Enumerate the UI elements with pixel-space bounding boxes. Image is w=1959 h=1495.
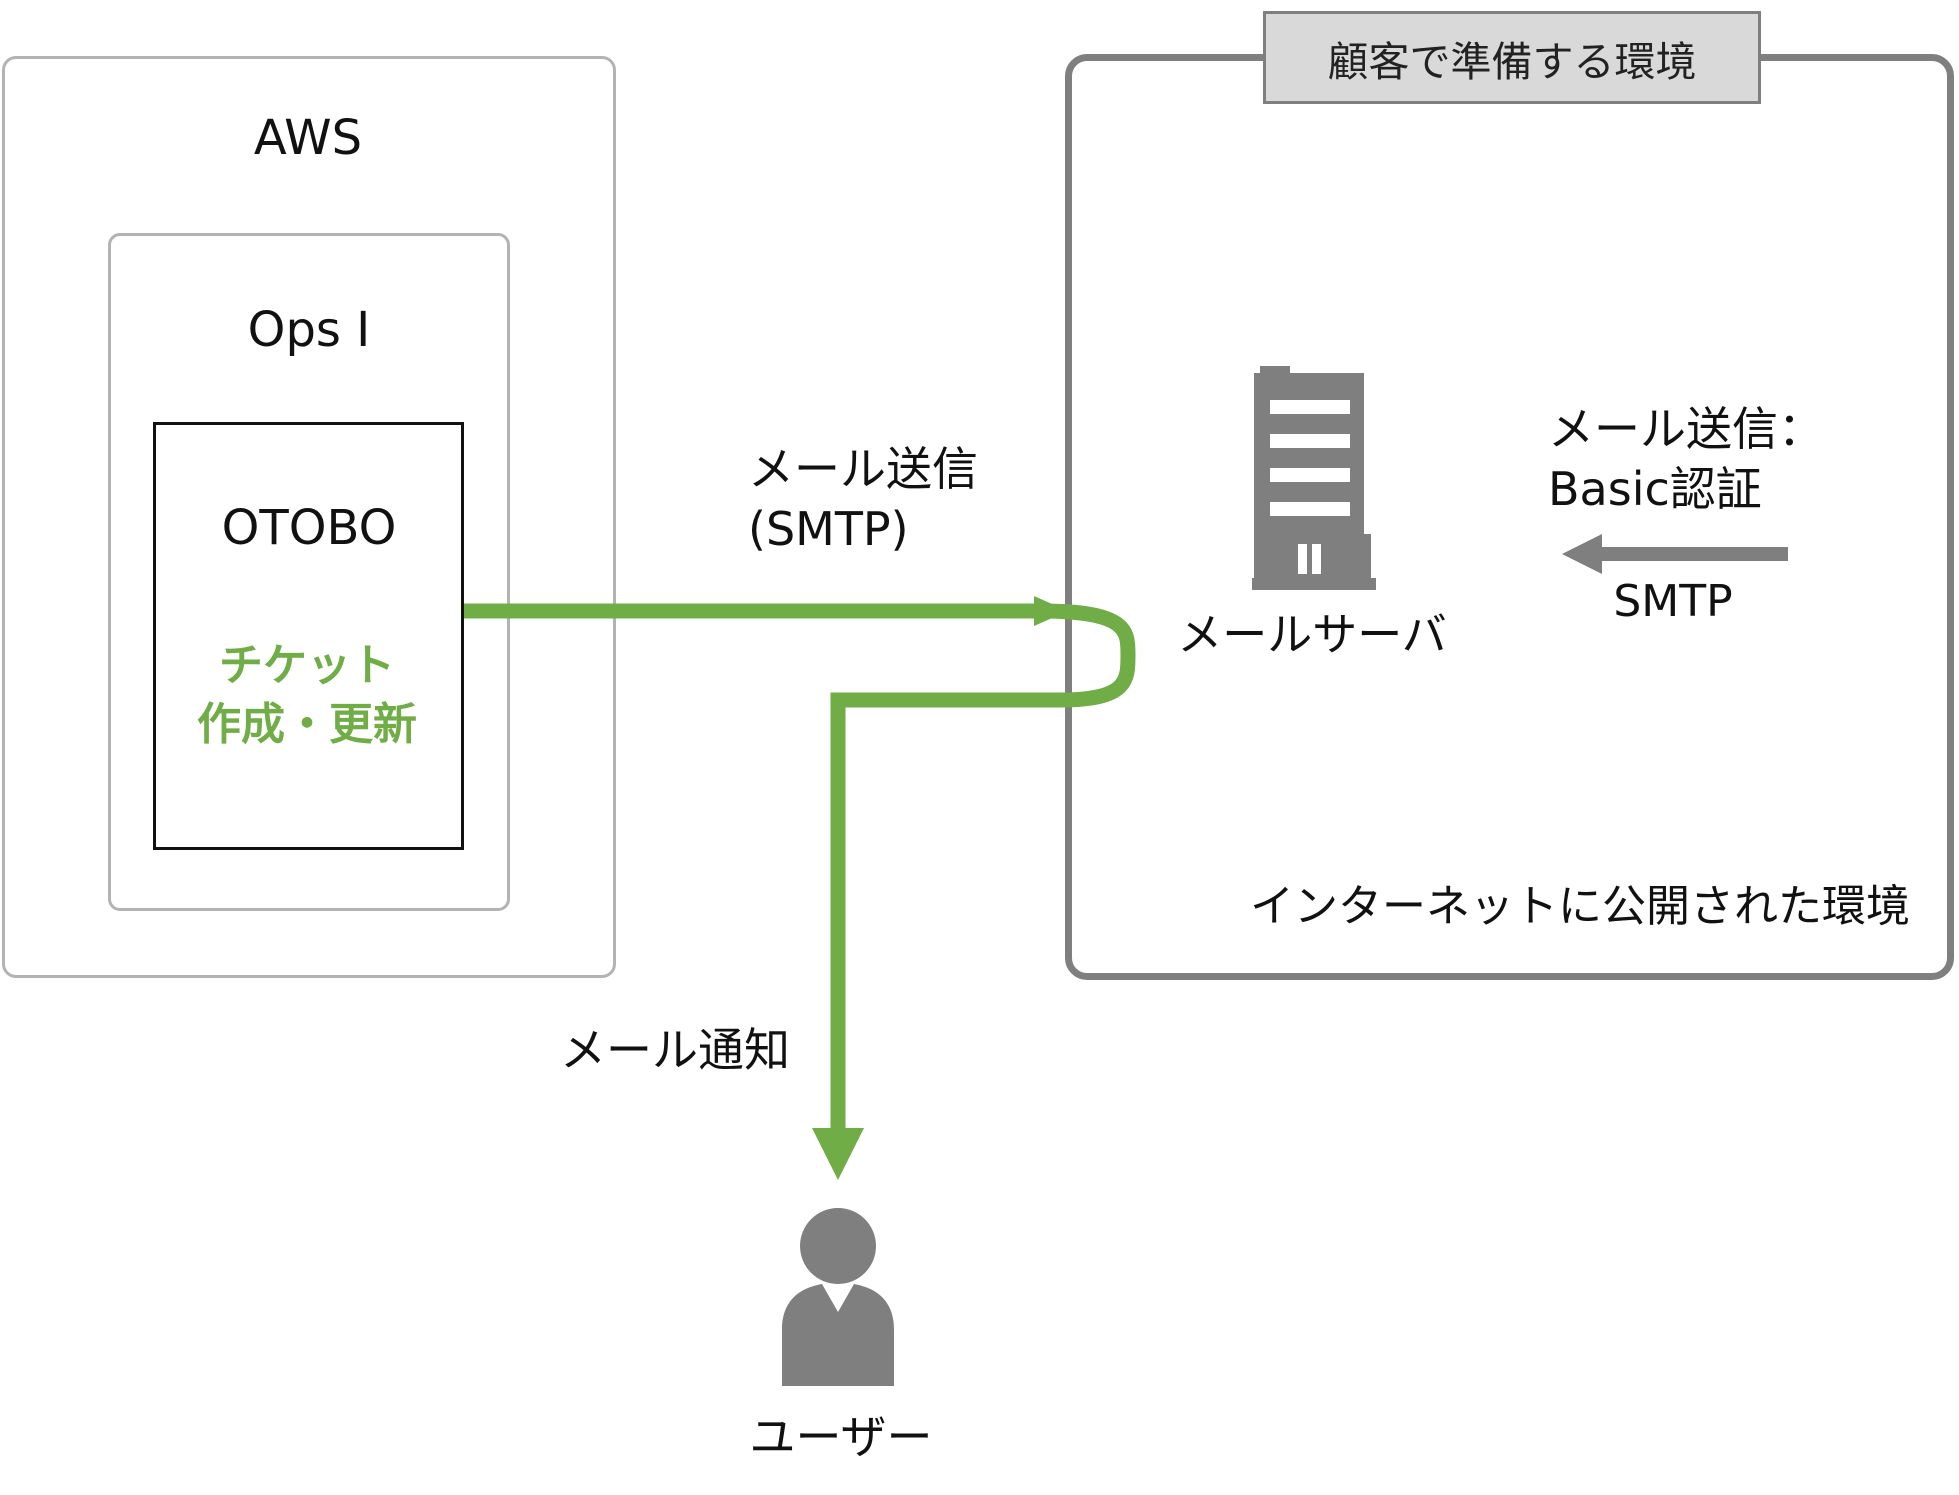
mail-send-line1: メール送信 [748,442,978,496]
mail-send-label: メール送信 (SMTP) [748,440,978,560]
ticket-action-line1: チケット [219,640,395,691]
otobo-label: OTOBO [221,500,397,556]
mail-send-line2: (SMTP) [748,501,909,556]
mail-flow-path [464,603,1136,1130]
mail-notify-label: メール通知 [560,1023,790,1077]
ops-label: Ops I [247,302,371,358]
basic-auth-line2: Basic認証 [1548,461,1762,516]
basic-auth-label: メール送信： Basic認証 [1548,400,1824,520]
customer-environment-title: 顧客で準備する環境 [1327,37,1697,86]
basic-auth-line1: メール送信： [1548,402,1824,456]
otobo-container [153,422,464,850]
user-icon [782,1208,894,1386]
aws-label: AWS [253,110,363,166]
smtp-label: SMTP [1613,576,1733,627]
internet-environment-label: インターネットに公開された環境 [1250,881,1910,932]
mail-server-label: メールサーバ [1177,608,1447,661]
send-arrowhead [1034,596,1068,626]
building-icon [1252,366,1376,590]
aws-container [2,56,616,978]
customer-environment-tab: 顧客で準備する環境 [1263,11,1761,104]
ops-container [108,233,510,911]
notify-arrowhead [812,1128,864,1180]
ticket-action-label: チケット 作成・更新 [197,636,417,755]
user-label: ユーザー [749,1410,933,1464]
arrow-left-icon [1562,534,1788,574]
ticket-action-line2: 作成・更新 [197,699,417,751]
